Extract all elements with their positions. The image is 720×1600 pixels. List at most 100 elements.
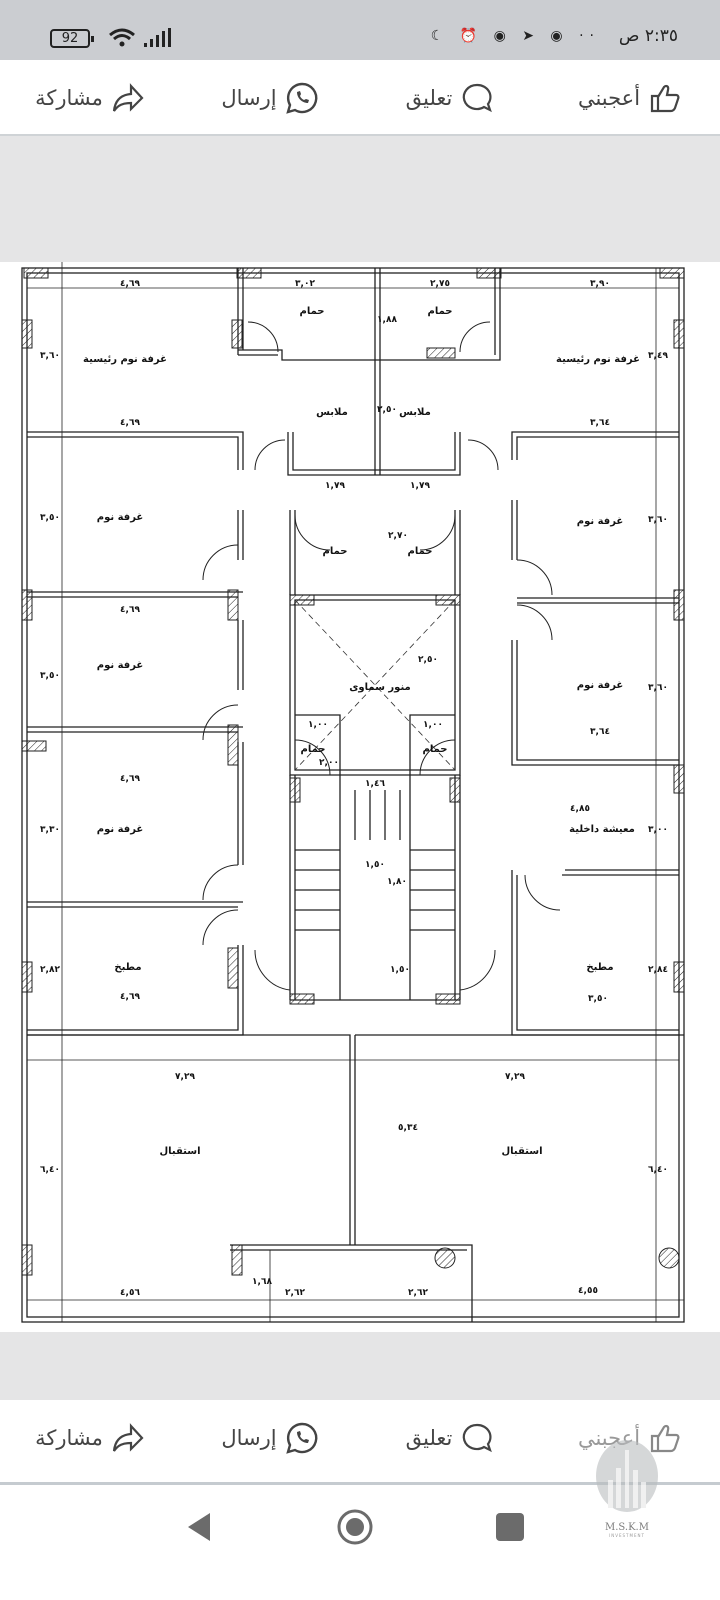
room-labels: غرفة نوم رئيسية غرفة نوم رئيسية حمام حما… [83, 306, 640, 1157]
room-label: حمام [423, 744, 448, 755]
floor-plan-drawing: غرفة نوم رئيسية غرفة نوم رئيسية حمام حما… [21, 262, 685, 1323]
like-button[interactable]: أعجبني [540, 81, 720, 115]
dimension: ١,٥٠ [365, 860, 385, 870]
dimension: ٣,٤٩ [648, 351, 668, 361]
skylight-cross [294, 599, 456, 771]
dimension: ٦,٤٠ [40, 1165, 60, 1175]
dimension: ١,٠٠ [423, 720, 443, 730]
room-label: ملابس [399, 407, 431, 418]
dimension: ٧,٢٩ [505, 1072, 525, 1082]
room-label: غرفة نوم [97, 824, 144, 835]
watermark-name: M.S.K.M [605, 1522, 649, 1533]
whatsapp-send-button[interactable]: إرسال [180, 81, 360, 115]
room-label: غرفة نوم [97, 512, 144, 523]
room-label: حمام [428, 306, 453, 317]
dimension: ١,٥٠ [390, 965, 410, 975]
dimension: ٦,٤٠ [648, 1165, 668, 1175]
dimension: ٤,٨٥ [570, 804, 590, 814]
skyline-logo-icon [596, 1440, 658, 1512]
hatched-columns [21, 267, 685, 1276]
send-label: إرسال [221, 1426, 277, 1450]
whatsapp-icon [285, 82, 318, 114]
comment-icon [463, 83, 493, 113]
room-label: حمام [301, 744, 326, 755]
room-label: حمام [323, 546, 348, 557]
wifi-signal-icon [109, 28, 171, 47]
room-label: حمام [300, 306, 325, 317]
dimension: ٣,٥٠ [40, 671, 60, 681]
dimension: ٤,٦٩ [120, 279, 140, 289]
divider [0, 134, 720, 136]
comment-icon [463, 1423, 493, 1453]
room-label: غرفة نوم [97, 660, 144, 671]
watermark-logo: M.S.K.M INVESTMENT [592, 1440, 662, 1538]
room-label: غرفة نوم رئيسية [83, 354, 167, 365]
dimension: ١,٧٩ [325, 481, 345, 491]
dimension: ٧,٢٩ [175, 1072, 195, 1082]
room-label: حمام [408, 546, 433, 557]
image-padding-bottom [0, 1332, 720, 1400]
dimension: ٢,٥٠ [418, 655, 438, 665]
comment-button[interactable]: تعليق [360, 1421, 540, 1455]
like-label: أعجبني [577, 86, 641, 110]
doors [202, 321, 561, 991]
share-button[interactable]: مشاركة [0, 1421, 180, 1455]
dimension: ٣,٦٤ [590, 418, 610, 428]
dimension: ٣,٣٠ [40, 825, 60, 835]
dimension: ٣,٥٠ [40, 513, 60, 523]
system-nav-bar [0, 1482, 720, 1600]
dimension: ٥,٣٤ [398, 1123, 418, 1133]
dimension: ٣,٦٠ [648, 683, 668, 693]
like-button[interactable]: أعجبني [540, 1421, 720, 1455]
thumbs-up-icon [650, 84, 680, 113]
post-actions-top: أعجبني تعليق إرسال مشاركة [0, 60, 720, 136]
home-button[interactable] [336, 1508, 374, 1546]
share-icon [112, 1423, 144, 1452]
dimension: ٣,٦٠ [40, 351, 60, 361]
dimension-labels: ٤,٦٩ ٣,٠٢ ٢,٧٥ ٣,٩٠ ١,٨٨ ٢,٥٠ ٣,٦٠ ٣,٤٩ … [40, 279, 668, 1298]
room-label: ملابس [316, 407, 348, 418]
dimension: ٢,٦٢ [285, 1288, 305, 1298]
dimension: ١,٧٩ [410, 481, 430, 491]
dimension: ٢,٦٢ [408, 1288, 428, 1298]
share-label: مشاركة [35, 86, 103, 110]
clock: ٢:٣٥ ص [618, 26, 678, 46]
dimension: ٤,٦٩ [120, 774, 140, 784]
dimension: ٤,٦٩ [120, 605, 140, 615]
dimension: ٤,٥٥ [578, 1286, 598, 1296]
back-button[interactable] [186, 1511, 212, 1543]
whatsapp-icon [285, 1422, 318, 1454]
dimension: ٣,٦٠ [648, 515, 668, 525]
room-label: استقبال [159, 1146, 200, 1157]
room-label: مطبخ [586, 962, 613, 973]
dimension: ٤,٦٩ [120, 418, 140, 428]
dimension: ٢,٨٤ [648, 965, 668, 975]
share-icon [112, 83, 144, 112]
dimension: ١,٨٠ [387, 877, 407, 887]
room-label: غرفة نوم [577, 516, 624, 527]
recents-button[interactable] [496, 1513, 524, 1541]
thumbs-up-icon [650, 1424, 680, 1453]
watermark-sub: INVESTMENT [609, 1533, 645, 1538]
notification-icons: ☾ ⏰ ◉ ➤ ◉ ·· [430, 28, 600, 44]
send-label: إرسال [221, 86, 277, 110]
whatsapp-send-button[interactable]: إرسال [180, 1421, 360, 1455]
dimension: ٤,٥٦ [120, 1288, 140, 1298]
dimension: ١,٦٨ [252, 1277, 272, 1287]
room-label: مطبخ [114, 962, 141, 973]
dimension: ١,٠٠ [308, 720, 328, 730]
floor-plan-image[interactable]: غرفة نوم رئيسية غرفة نوم رئيسية حمام حما… [0, 262, 720, 1332]
share-button[interactable]: مشاركة [0, 81, 180, 115]
dimension: ٤,٦٩ [120, 992, 140, 1002]
comment-button[interactable]: تعليق [360, 81, 540, 115]
comment-label: تعليق [405, 86, 453, 110]
dimension: ٣,٠٢ [295, 279, 315, 289]
walls [21, 262, 685, 1323]
dimension: ٢,٧٥ [430, 279, 450, 289]
dimension: ١,٤٦ [365, 779, 385, 789]
battery-icon: 92 [50, 29, 94, 48]
dimension: ١,٨٨ [377, 315, 397, 325]
room-label: غرفة نوم [577, 680, 624, 691]
dimension: ٢,٧٠ [388, 531, 408, 541]
dimension: ٢,٥٠ [377, 405, 397, 415]
